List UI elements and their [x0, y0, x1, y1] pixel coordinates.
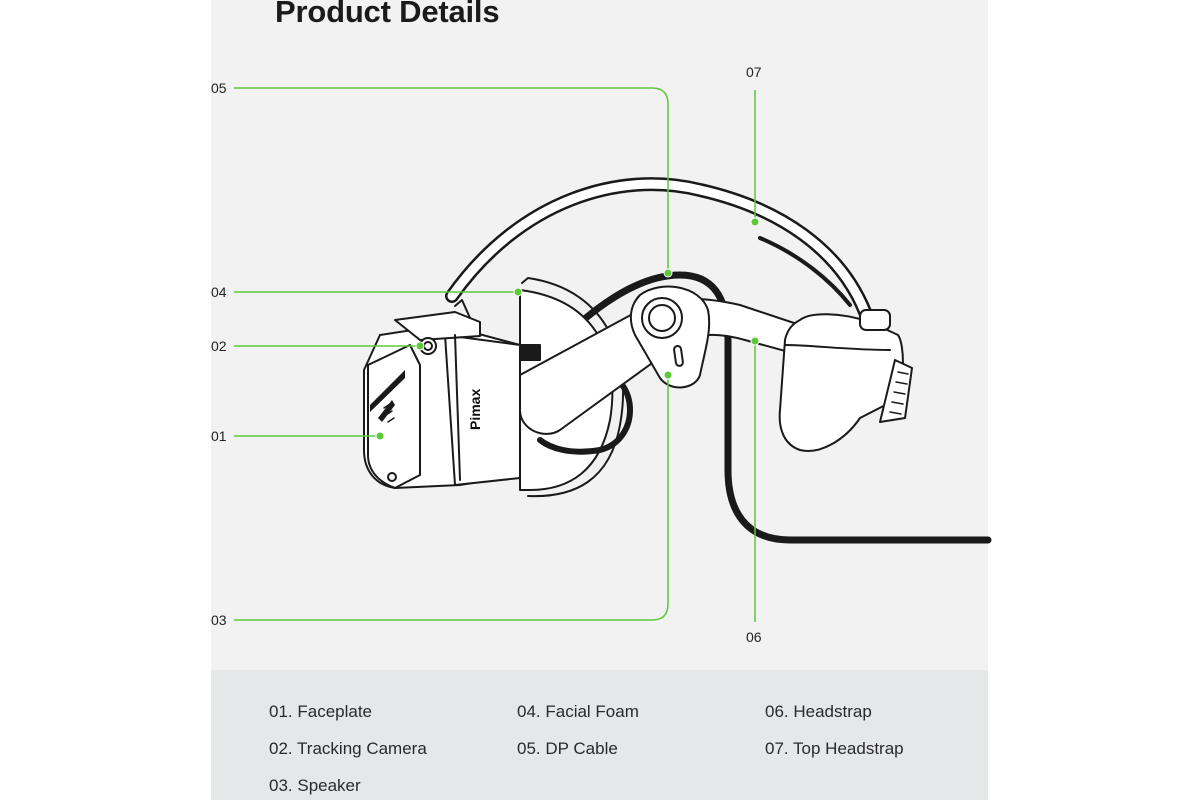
callout-05: 05: [211, 80, 227, 96]
headset-illustration: [363, 177, 992, 544]
faceplate-panel: [367, 344, 421, 489]
callout-03: 03: [211, 612, 227, 628]
callout-01: 01: [211, 428, 227, 444]
callout-line-03: [234, 375, 669, 621]
callout-line-05: [234, 87, 669, 272]
callout-dots: [375, 217, 760, 441]
legend-item-dp-cable: 05. DP Cable: [517, 739, 618, 758]
rear-module: [778, 313, 904, 452]
callout-06: 06: [746, 629, 762, 645]
dp-cable: [536, 271, 992, 544]
legend-item-tracking-camera: 02. Tracking Camera: [269, 739, 427, 758]
callout-04: 04: [211, 284, 227, 300]
callout-lines: [234, 87, 756, 622]
legend-item-headstrap: 06. Headstrap: [765, 702, 872, 721]
page-title: Product Details: [275, 0, 500, 29]
legend-item-top-headstrap: 07. Top Headstrap: [765, 739, 904, 758]
callout-02: 02: [211, 338, 227, 354]
brand-label: Pimax: [467, 389, 483, 430]
legend-item-speaker: 03. Speaker: [269, 776, 361, 795]
callout-07: 07: [746, 64, 762, 80]
legend-item-facial-foam: 04. Facial Foam: [517, 702, 639, 721]
parts-legend: 01. Faceplate 02. Tracking Camera 03. Sp…: [211, 670, 988, 800]
legend-item-faceplate: 01. Faceplate: [269, 702, 373, 721]
